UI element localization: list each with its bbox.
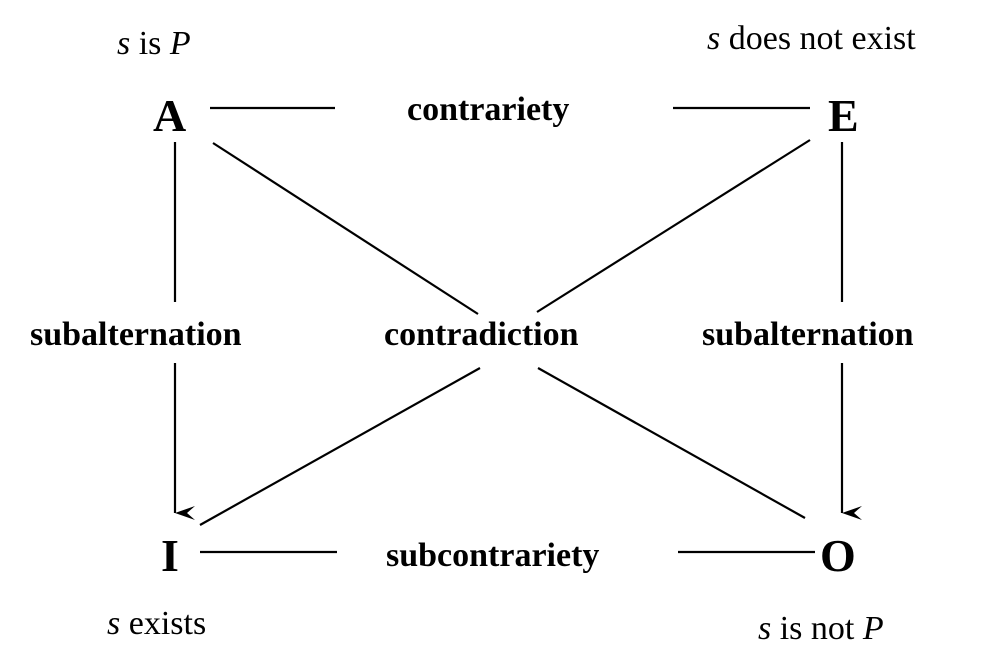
corner-i: I	[161, 530, 179, 581]
corner-e: E	[828, 90, 859, 141]
annotation-i: s exists	[107, 605, 207, 642]
annotation-e: s does not exist	[707, 20, 916, 57]
diagonal-e-to-center	[536, 139, 811, 313]
label-subalternation-right: subalternation	[702, 316, 914, 353]
diagonal-center-to-o	[537, 367, 806, 519]
label-contradiction: contradiction	[384, 316, 579, 353]
annotation-o: s is not P	[758, 610, 884, 647]
label-subalternation-left: subalternation	[30, 316, 242, 353]
corner-o: O	[820, 530, 856, 581]
label-subcontrariety: subcontrariety	[386, 537, 600, 574]
corner-a: A	[153, 90, 187, 141]
label-contrariety: contrariety	[407, 91, 570, 128]
annotation-a: s is P	[117, 25, 191, 62]
diagonal-a-to-center	[212, 142, 479, 315]
diagonal-center-to-i	[199, 367, 481, 526]
